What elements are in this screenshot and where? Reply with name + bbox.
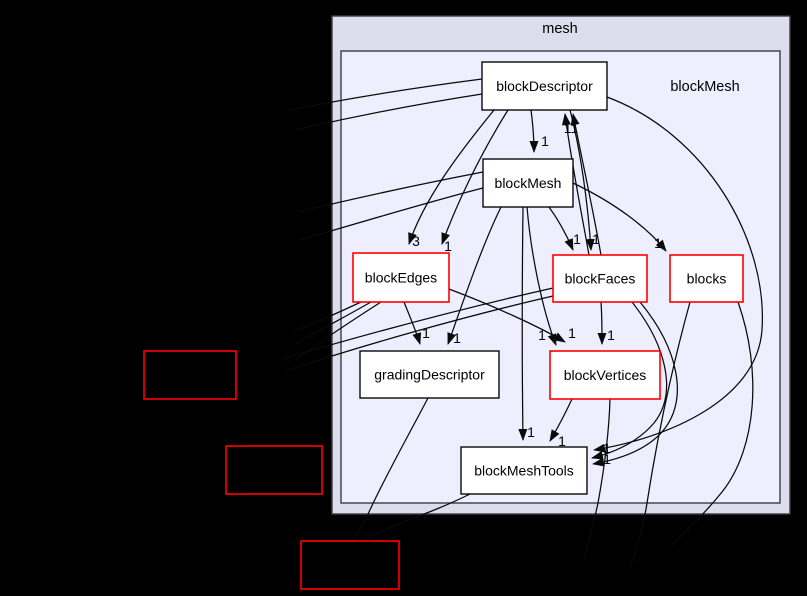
- edge-blockFaces-exit-left-2: [284, 295, 554, 372]
- node-label-blockVertices: blockVertices: [564, 367, 646, 383]
- edge-blockDescriptor-exit-left-1: [289, 78, 483, 111]
- edge-multiplicity-label: 1: [573, 231, 581, 247]
- edge-blockEdges-to-blockVertices: [448, 288, 566, 343]
- edge-blocks-exit-bottom: [629, 301, 691, 569]
- edge-blockMesh-to-gradingDescriptor: [447, 206, 502, 345]
- edge-multiplicity-label: 3: [412, 233, 420, 249]
- edge-multiplicity-label: 1: [607, 327, 615, 343]
- edge-blockMeshTools-exit-bottom-left: [343, 493, 471, 550]
- edge-blockDescriptor-to-blockEdges: [408, 109, 495, 245]
- node-box-external-dir-2[interactable]: [225, 445, 323, 495]
- node-blockDescriptor[interactable]: blockDescriptor: [481, 61, 608, 111]
- edge-blocks-exit-bottom-2: [671, 301, 754, 546]
- edge-multiplicity-label: 1: [527, 424, 535, 440]
- node-external-dir-2[interactable]: [225, 445, 323, 495]
- edge-blockDescriptor-to-blockMeshTools: [593, 96, 764, 453]
- edge-blockEdges-exit-left-1: [294, 301, 362, 332]
- node-label-blockEdges: blockEdges: [365, 270, 437, 286]
- edge-blockMesh-to-blockMeshTools: [518, 206, 528, 441]
- edge-up-edge-to-blockDescriptor-1: [561, 113, 590, 256]
- node-external-dir-3[interactable]: [300, 540, 400, 590]
- node-blockMeshTools[interactable]: blockMeshTools: [460, 446, 588, 495]
- node-gradingDescriptor[interactable]: gradingDescriptor: [359, 350, 500, 399]
- edge-multiplicity-label: 1: [541, 133, 549, 149]
- edge-blockFaces-to-blockMeshTools-2: [592, 301, 678, 467]
- edge-blockFaces-exit-left-1: [281, 287, 554, 360]
- node-box-blockMesh[interactable]: [482, 158, 574, 208]
- edge-multiplicity-label: 1: [444, 238, 452, 254]
- edge-multiplicity-label: 1: [654, 235, 662, 251]
- node-box-blocks[interactable]: [669, 254, 744, 303]
- edge-blockMesh-to-blockVertices: [526, 206, 557, 346]
- edge-blockMesh-to-blocks: [572, 182, 667, 252]
- node-box-external-dir-1[interactable]: [143, 350, 237, 400]
- edge-multiplicity-label: 1: [453, 330, 461, 346]
- node-box-blockFaces[interactable]: [552, 254, 648, 303]
- node-blockMesh[interactable]: blockMesh: [482, 158, 574, 208]
- edge-multiplicity-label: 1: [422, 325, 430, 341]
- edge-blockFaces-to-blockMeshTools: [591, 301, 668, 460]
- edge-blockFaces-to-blockVertices: [597, 301, 607, 345]
- edge-blockDescriptor-to-blockFaces: [569, 109, 595, 251]
- node-box-external-dir-3[interactable]: [300, 540, 400, 590]
- node-label-blocks: blocks: [687, 271, 727, 287]
- edge-multiplicity-label: 1: [603, 440, 611, 456]
- edge-multiplicity-label: 11: [564, 120, 579, 136]
- node-label-blockFaces: blockFaces: [565, 271, 636, 287]
- edge-blockDescriptor-exit-left-2: [294, 93, 483, 131]
- edge-blockDescriptor-to-blockMesh: [529, 109, 539, 153]
- node-blockVertices[interactable]: blockVertices: [549, 350, 661, 400]
- edge-up-edge-to-blockDescriptor-2: [570, 113, 602, 256]
- edge-blockVertices-to-blockMeshTools: [549, 398, 573, 442]
- node-box-blockVertices[interactable]: [549, 350, 661, 400]
- node-blockEdges[interactable]: blockEdges: [352, 252, 450, 303]
- node-box-blockMeshTools[interactable]: [460, 446, 588, 495]
- node-external-dir-1[interactable]: [143, 350, 237, 400]
- cluster-label-mesh[interactable]: mesh: [542, 21, 577, 37]
- node-label-blockMesh: blockMesh: [495, 175, 562, 191]
- node-box-blockDescriptor[interactable]: [481, 61, 608, 111]
- edge-blockDescriptor-to-blockEdges-2: [441, 109, 509, 245]
- cluster-label-blockMesh[interactable]: blockMesh: [670, 79, 739, 95]
- node-label-gradingDescriptor: gradingDescriptor: [374, 367, 485, 383]
- edge-blockMesh-exit-left-2: [299, 187, 484, 241]
- node-box-blockEdges[interactable]: [352, 252, 450, 303]
- edge-blockEdges-to-gradingDescriptor: [403, 301, 422, 345]
- node-box-gradingDescriptor[interactable]: [359, 350, 500, 399]
- edge-blockEdges-exit-left-2: [295, 301, 372, 345]
- edge-blockVertices-exit-bottom: [583, 398, 611, 559]
- node-label-blockDescriptor: blockDescriptor: [496, 78, 593, 94]
- edge-multiplicity-label: 1: [592, 231, 600, 247]
- edge-multiplicity-label: 1: [538, 327, 546, 343]
- edge-multiplicity-label: 1: [558, 433, 566, 449]
- node-blockFaces[interactable]: blockFaces: [552, 254, 648, 303]
- edge-multiplicity-label: 1: [568, 325, 576, 341]
- edge-multiplicity-label: 1: [603, 451, 611, 467]
- edge-blockMesh-to-blockFaces: [548, 206, 574, 251]
- edge-blockMesh-exit-left-1: [297, 171, 484, 213]
- node-label-blockMeshTools: blockMeshTools: [474, 463, 574, 479]
- node-blocks[interactable]: blocks: [669, 254, 744, 303]
